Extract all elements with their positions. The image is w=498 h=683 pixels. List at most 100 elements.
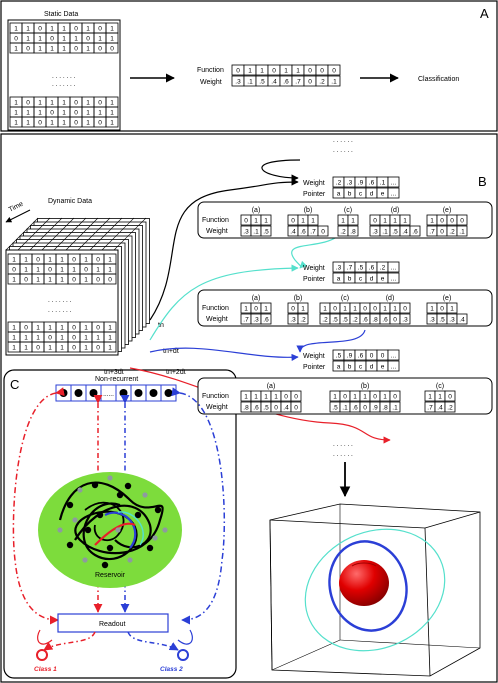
- dynamic-data-front: [5, 249, 119, 356]
- neuron-dot: [134, 389, 143, 397]
- grid-cell-value: 1: [84, 257, 88, 264]
- array-cell-value: 1: [353, 394, 357, 401]
- array-cell-value: 0: [373, 218, 377, 225]
- weight-label: Weight: [303, 180, 325, 187]
- dots-bottom-1: . . . . . .: [333, 441, 353, 448]
- array-cell: [444, 390, 456, 402]
- grid-cell-value: 1: [24, 257, 28, 264]
- array-cell-value: .3: [449, 317, 455, 324]
- grid-cell-value: 0: [50, 110, 54, 117]
- grid-cell-value: 1: [14, 110, 18, 117]
- dots-bottom-2: . . . . . .: [333, 451, 353, 458]
- stack-edge: [101, 217, 135, 251]
- array-cell-value: c: [359, 191, 363, 198]
- array-cell-value: b: [348, 191, 352, 198]
- array-cell-value: .1: [382, 229, 388, 236]
- array-cell-value: 0: [274, 405, 278, 412]
- reservoir-node: [127, 557, 133, 563]
- grid-cell-value: 0: [96, 325, 100, 332]
- array-cell-value: 0: [284, 394, 288, 401]
- grid-cell-value: 0: [98, 46, 102, 53]
- array-cell-value: .2: [340, 229, 346, 236]
- array-cell-value: b: [348, 364, 352, 371]
- neuron-dot: [59, 389, 68, 397]
- time-label: Time: [8, 201, 25, 214]
- reservoir-node: [66, 501, 74, 509]
- array-cell-value: .5: [259, 79, 265, 86]
- array-cell-value: 0: [291, 218, 295, 225]
- array-cell-value: .1: [331, 79, 337, 86]
- weight-label: Weight: [206, 316, 228, 323]
- array-cell-value: 1: [363, 394, 367, 401]
- array-cell-value: 1: [393, 218, 397, 225]
- grid-cell-value: 1: [108, 345, 112, 352]
- flow-cyan: [149, 264, 299, 341]
- array-cell-value: e: [381, 364, 385, 371]
- grid-cell-value: 1: [96, 335, 100, 342]
- grid-cell-value: 0: [26, 46, 30, 53]
- array-cell-value: d: [370, 364, 374, 371]
- array-cell-value: a: [337, 191, 341, 198]
- grid-cell-value: 0: [96, 345, 100, 352]
- neuron-dot: [74, 389, 83, 397]
- grid-cell-value: 1: [38, 36, 42, 43]
- grid-cell-value: 1: [60, 325, 64, 332]
- grid-cell-value: 1: [26, 110, 30, 117]
- item-tag: (a): [267, 383, 276, 390]
- grid-cell-value: 1: [14, 100, 18, 107]
- reservoir-node: [115, 527, 121, 533]
- array-cell: [456, 225, 468, 237]
- reservoir-node: [154, 506, 162, 514]
- array-cell-value: .2: [352, 317, 358, 324]
- panel-c-frame: [3, 369, 237, 679]
- time-tn-dt: tn+dt: [163, 348, 179, 355]
- array-cell-value: 1: [430, 306, 434, 313]
- grid-cell-value: 1: [86, 120, 90, 127]
- classification-label: Classification: [418, 76, 459, 83]
- reservoir-node: [152, 535, 158, 541]
- grid-cell-value: 1: [62, 120, 66, 127]
- array-cell-value: 0: [373, 306, 377, 313]
- array-cell-value: .8: [243, 405, 249, 412]
- grid-cell-value: 1: [72, 267, 76, 274]
- array-cell-value: 1: [311, 218, 315, 225]
- array-cell-value: c: [359, 364, 363, 371]
- array-cell: [444, 401, 456, 413]
- array-cell-value: 1: [244, 394, 248, 401]
- grid-cell-value: 0: [26, 100, 30, 107]
- reservoir: Reservoir: [38, 472, 182, 588]
- item-tag: (c): [436, 383, 444, 390]
- array-cell-value: d: [370, 276, 374, 283]
- array-cell-value: .7: [429, 229, 435, 236]
- reservoir-node: [101, 561, 109, 569]
- reservoir-node: [84, 526, 92, 534]
- reservoir-node: [142, 492, 148, 498]
- item-tag: (a): [252, 207, 261, 214]
- array-cell-value: .1: [459, 229, 465, 236]
- array-cell-value: .5: [392, 229, 398, 236]
- array-cell-value: .2: [449, 229, 455, 236]
- array-cell-value: .3: [402, 317, 408, 324]
- panel-b-frame: [0, 133, 498, 683]
- array-cell-value: ...: [391, 180, 397, 187]
- reservoir-node: [146, 544, 154, 552]
- item-tag: (d): [386, 295, 395, 302]
- array-cell-value: .1: [380, 180, 386, 187]
- grid-cell: [103, 273, 117, 285]
- class2-label: Class 2: [160, 666, 183, 673]
- grid-cell-value: 1: [84, 325, 88, 332]
- grid-cell-value: 1: [84, 277, 88, 284]
- item-tag: (c): [341, 295, 349, 302]
- weight-label: Weight: [303, 265, 325, 272]
- grid-cell-value: 1: [96, 267, 100, 274]
- grid-cell-value: 1: [110, 100, 114, 107]
- class2-node: [177, 649, 189, 661]
- array-cell-value: .6: [283, 79, 289, 86]
- array-cell-value: 1: [274, 394, 278, 401]
- class1-arrow: [43, 631, 96, 651]
